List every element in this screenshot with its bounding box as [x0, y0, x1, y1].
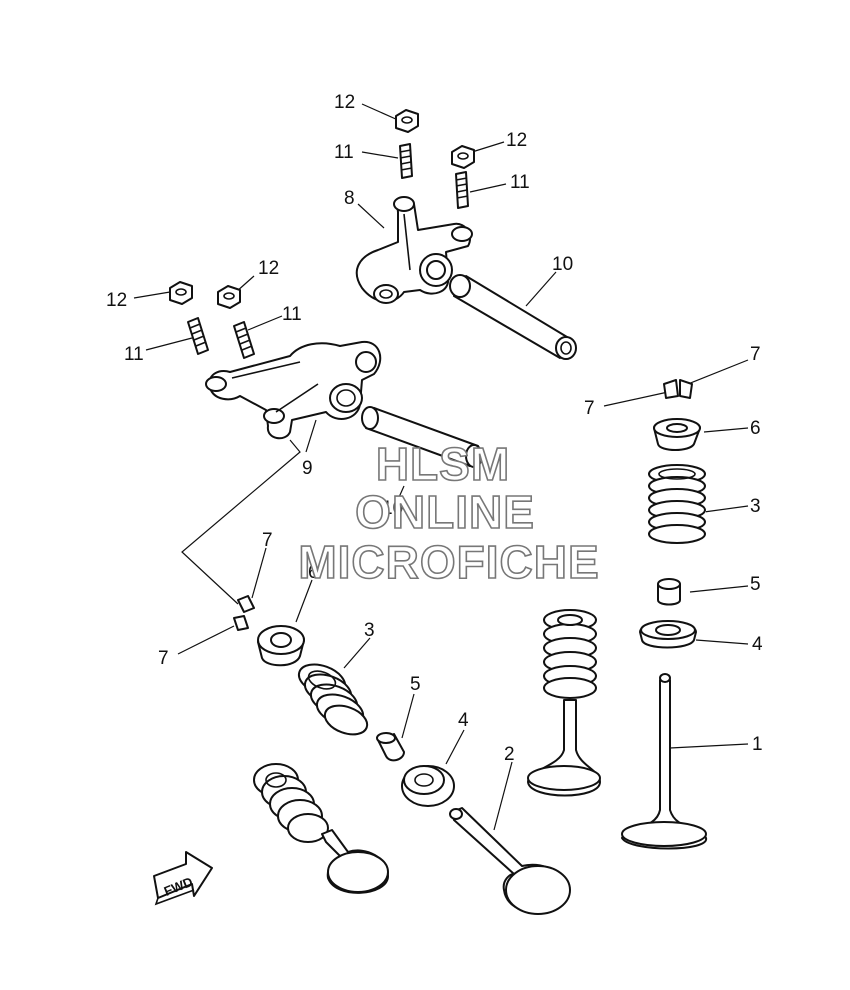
callout-7: 7: [158, 648, 169, 669]
callout-8: 8: [344, 188, 355, 209]
rocker-shaft-lower: [361, 406, 483, 468]
watermark-line-2: ONLINE: [355, 486, 535, 538]
callout-12: 12: [506, 130, 527, 151]
adjusting-hardware-lower: [169, 281, 255, 359]
callout-1: 1: [752, 734, 763, 755]
callout-4: 4: [752, 634, 763, 655]
callout-7: 7: [750, 344, 761, 365]
callout-7: 7: [584, 398, 595, 419]
callout-4: 4: [458, 710, 469, 731]
callout-12: 12: [334, 92, 355, 113]
adjusting-hardware-upper: [395, 109, 475, 209]
callout-6: 6: [308, 562, 319, 583]
watermark-line-3: MICROFICHE: [298, 536, 599, 588]
callout-12: 12: [106, 290, 127, 311]
callout-3: 3: [364, 620, 375, 641]
callout-10: 10: [382, 498, 403, 519]
valve-assembly-left: [233, 595, 571, 915]
rocker-shaft-upper: [449, 274, 577, 360]
callout-11: 11: [124, 344, 144, 365]
callout-5: 5: [750, 574, 761, 595]
callout-11: 11: [510, 172, 530, 193]
callout-7: 7: [262, 530, 273, 551]
callout-5: 5: [410, 674, 421, 695]
callout-9: 9: [302, 458, 313, 479]
fwd-arrow-icon: FWD: [153, 851, 213, 906]
callout-11: 11: [282, 304, 302, 325]
valve-assembly-right: [527, 379, 707, 850]
callout-6: 6: [750, 418, 761, 439]
callout-labels: 12 11 12 11 8 10 12 12 11 11 9 10 7 7 6 …: [106, 92, 763, 765]
callout-2: 2: [504, 744, 515, 765]
callout-11: 11: [334, 142, 354, 163]
watermark-line-1: HLSM: [376, 438, 510, 490]
watermark: HLSM ONLINE MICROFICHE: [298, 437, 600, 589]
callout-10: 10: [552, 254, 573, 275]
callout-3: 3: [750, 496, 761, 517]
callout-12: 12: [258, 258, 279, 279]
rocker-arm-9: [205, 340, 382, 440]
rocker-arm-8: [355, 196, 473, 304]
